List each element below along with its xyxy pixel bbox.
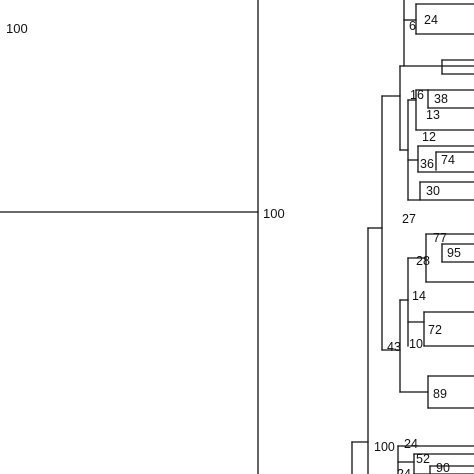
- support-label: 24: [397, 467, 411, 474]
- support-label: 24: [404, 437, 418, 451]
- support-label: 12: [422, 130, 436, 144]
- support-label: 100: [6, 21, 28, 36]
- support-label: 77: [433, 231, 447, 245]
- support-label: 13: [426, 108, 440, 122]
- support-label: 6: [409, 19, 416, 33]
- support-label: 43: [387, 340, 401, 354]
- support-label: 89: [433, 387, 447, 401]
- support-label: 95: [447, 246, 461, 260]
- support-label: 14: [412, 289, 426, 303]
- support-label: 10: [409, 337, 423, 351]
- support-label: 30: [426, 184, 440, 198]
- support-label: 90: [436, 461, 450, 474]
- support-label: 52: [416, 452, 430, 466]
- support-label: 74: [441, 153, 455, 167]
- support-label: 36: [420, 157, 434, 171]
- support-label: 27: [402, 212, 416, 226]
- support-label: 38: [434, 92, 448, 106]
- support-label: 72: [428, 323, 442, 337]
- support-label: 28: [416, 254, 430, 268]
- support-label: 24: [424, 13, 438, 27]
- support-label: 16: [410, 88, 424, 102]
- support-label: 100: [263, 206, 285, 221]
- support-label: 100: [374, 440, 395, 454]
